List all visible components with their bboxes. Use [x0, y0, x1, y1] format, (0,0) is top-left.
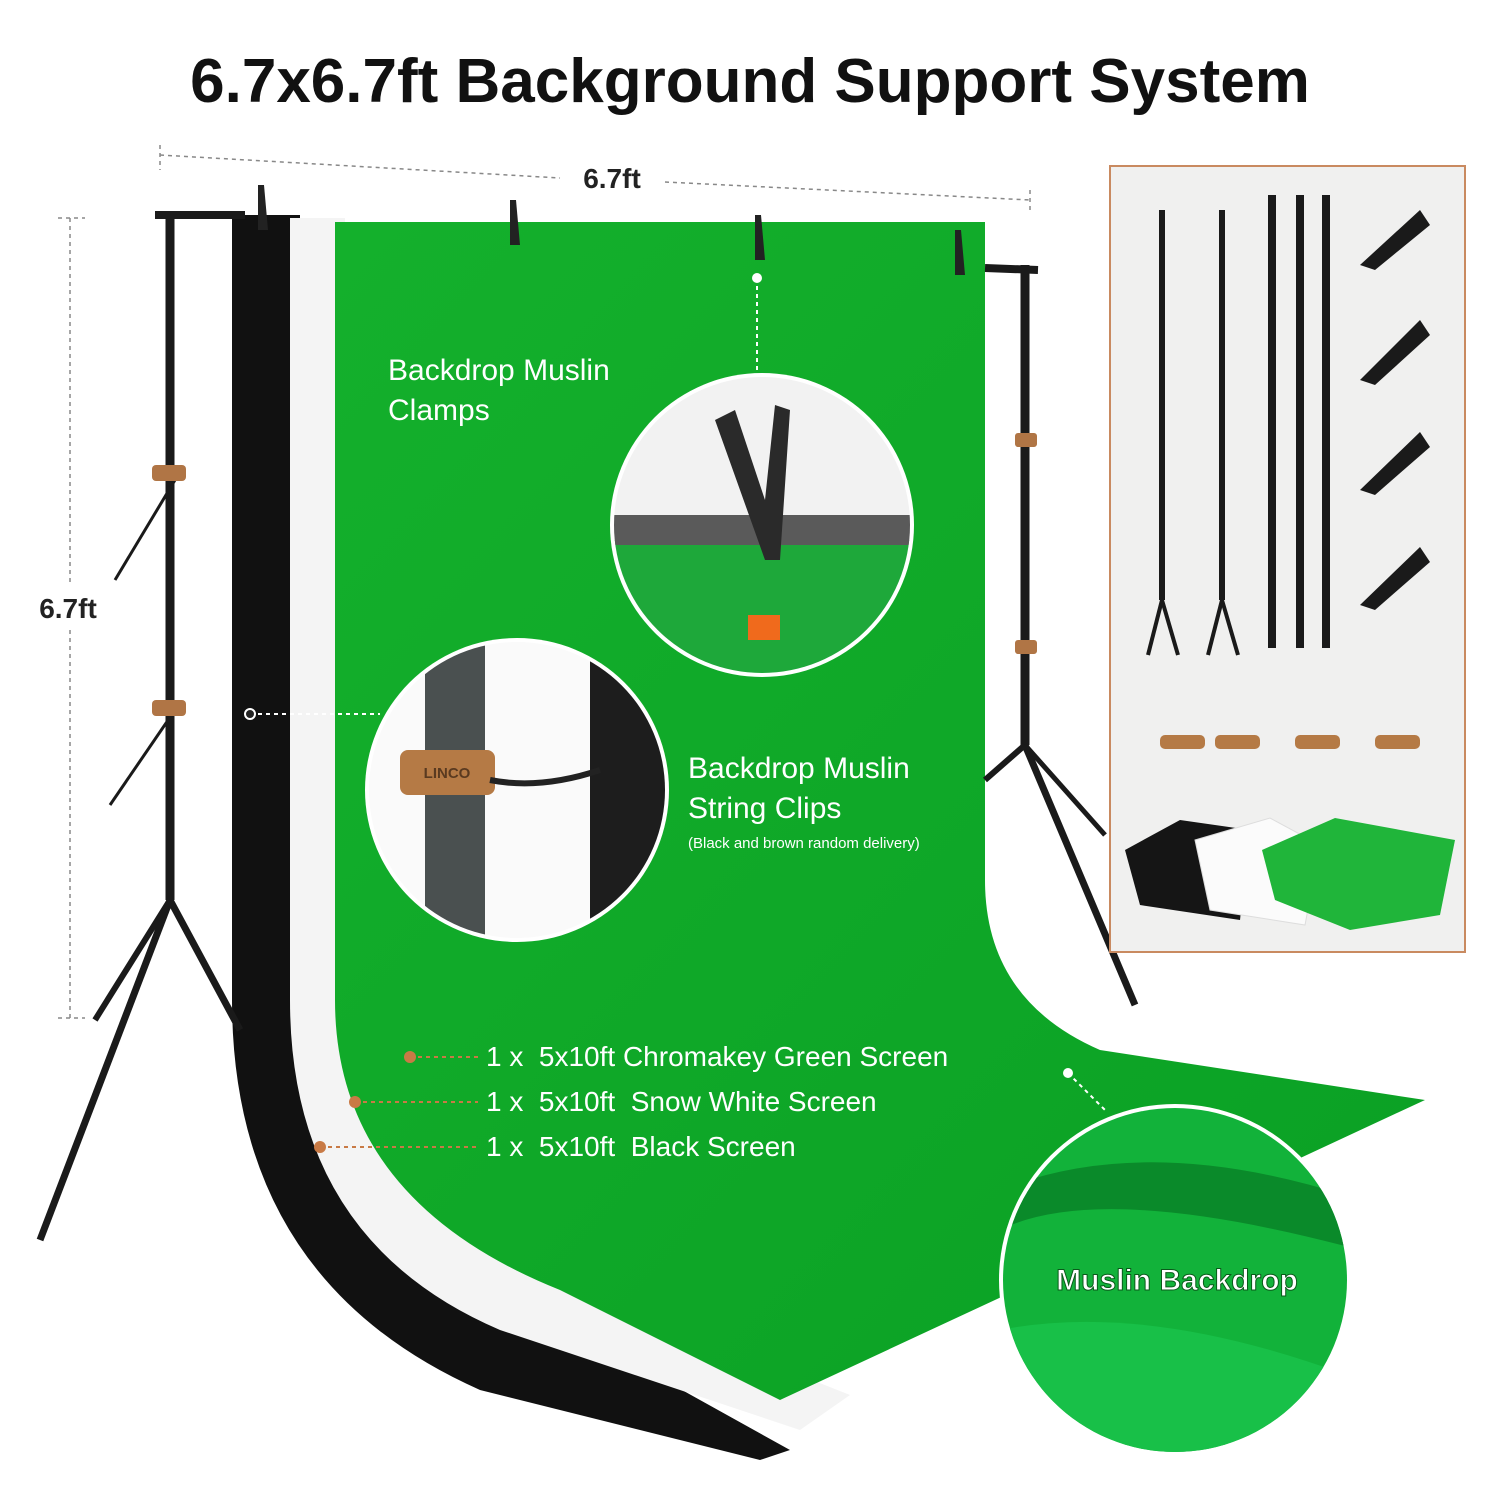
- muslin-label: Muslin Backdrop: [1056, 1264, 1298, 1297]
- height-dimension: [58, 217, 85, 1019]
- string-clips-label: Backdrop Muslin String Clips: [688, 752, 918, 825]
- width-label: 6.7ft: [583, 163, 641, 194]
- top-clamps: [258, 185, 965, 275]
- width-dimension: [159, 145, 1031, 210]
- clamp-detail-circle: [610, 373, 914, 677]
- right-stand: [983, 264, 1139, 1007]
- black-screen: [232, 215, 790, 1460]
- string-clip-tags: [152, 433, 1037, 716]
- contents-leaders: [320, 1056, 478, 1148]
- content-item-green: 1 x 5x10ft Chromakey Green Screen: [486, 1041, 948, 1072]
- content-item-black: 1 x 5x10ft Black Screen: [486, 1131, 796, 1162]
- package-contents-panel: [1109, 165, 1466, 953]
- left-stand: [36, 211, 245, 1242]
- page-title: 6.7x6.7ft Background Support System: [190, 47, 1310, 116]
- string-clip-detail-circle: LINCO: [365, 638, 669, 942]
- string-clips-note: (Black and brown random delivery): [688, 835, 920, 852]
- svg-text:LINCO: LINCO: [424, 765, 471, 782]
- height-label: 6.7ft: [39, 593, 97, 624]
- content-item-white: 1 x 5x10ft Snow White Screen: [486, 1086, 877, 1117]
- clamps-label: Backdrop Muslin Clamps: [388, 354, 618, 427]
- muslin-detail-circle: [999, 1104, 1351, 1456]
